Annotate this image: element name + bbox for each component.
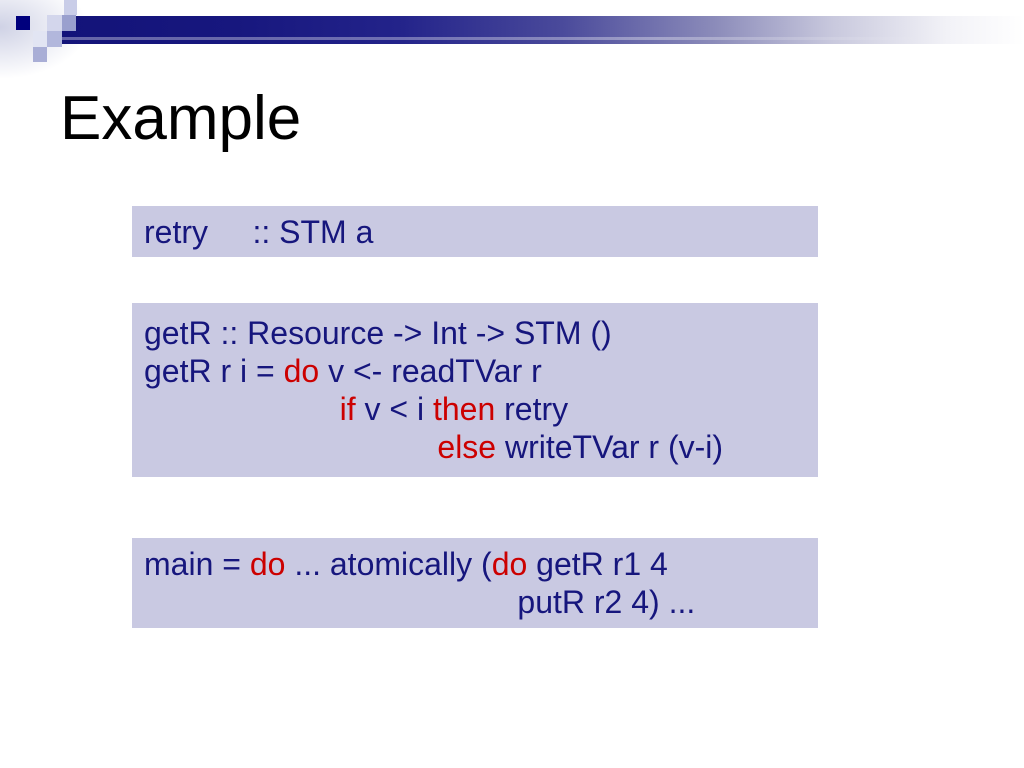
code-keyword: do [249, 546, 286, 582]
code-segment [144, 429, 437, 465]
code-segment: ... atomically ( [285, 546, 492, 582]
code-line: getR r i = do v <- readTVar r [144, 352, 818, 390]
decor-square [64, 0, 77, 15]
decor-square [16, 16, 30, 30]
code-line: main = do ... atomically (do getR r1 4 [144, 545, 818, 583]
code-segment: v < i [355, 391, 433, 427]
header-bar-highlight-stripe [62, 37, 1024, 40]
code-keyword: else [437, 429, 497, 465]
code-segment: getR r i = [144, 353, 284, 389]
slide-title: Example [60, 84, 302, 153]
code-line: else writeTVar r (v-i) [144, 428, 818, 466]
decor-square [33, 31, 47, 47]
code-box-getR-definition: getR :: Resource -> Int -> STM ()getR r … [132, 303, 818, 477]
code-keyword: do [283, 353, 320, 389]
decor-square [47, 15, 62, 31]
code-segment: getR :: Resource -> Int -> STM () [144, 315, 612, 351]
code-segment: retry :: STM a [144, 214, 374, 250]
code-keyword: do [491, 546, 528, 582]
code-line: retry :: STM a [144, 213, 818, 251]
code-segment: writeTVar r (v-i) [496, 429, 724, 465]
code-box-main-definition: main = do ... atomically (do getR r1 4 p… [132, 538, 818, 628]
code-line: putR r2 4) ... [144, 583, 818, 621]
code-box-retry-signature: retry :: STM a [132, 206, 818, 257]
code-line: if v < i then retry [144, 390, 818, 428]
code-segment: v <- readTVar r [319, 353, 542, 389]
code-segment: getR r1 4 [527, 546, 668, 582]
code-segment: putR r2 4) ... [144, 584, 696, 620]
code-line: getR :: Resource -> Int -> STM () [144, 314, 818, 352]
code-segment: main = [144, 546, 250, 582]
code-keyword: then [432, 391, 496, 427]
code-segment [144, 391, 340, 427]
code-segment: retry [495, 391, 569, 427]
header-gradient-bar [62, 16, 1024, 44]
decor-square [62, 15, 76, 31]
decor-square [47, 31, 62, 47]
decor-square [33, 47, 47, 62]
code-keyword: if [339, 391, 356, 427]
